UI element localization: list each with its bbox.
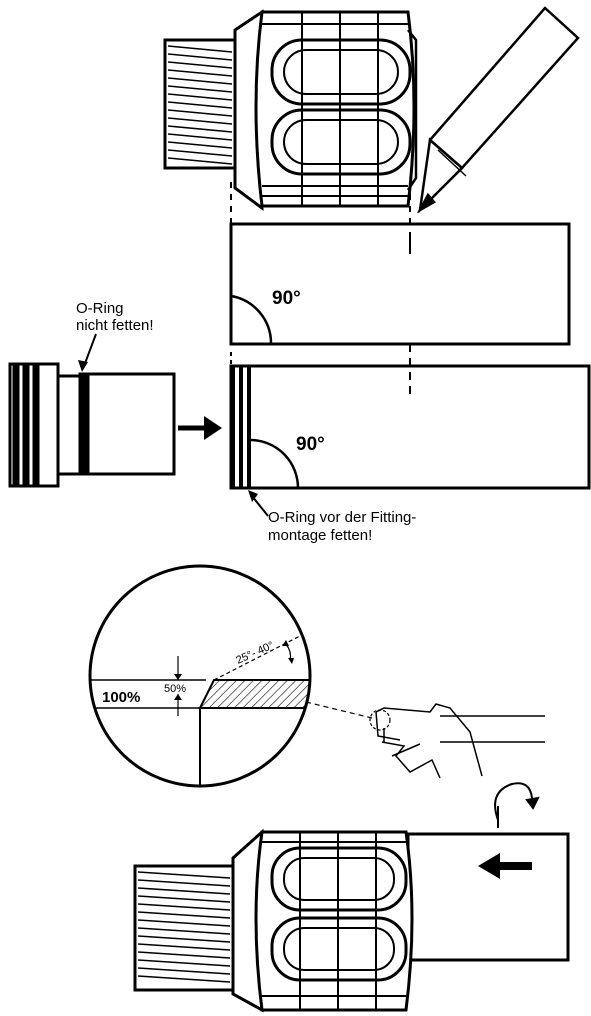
oring-callout-arrow xyxy=(78,333,97,372)
wall-percent-label: 100% xyxy=(102,689,140,706)
thread-line xyxy=(167,45,233,53)
pipe-segment-bottom xyxy=(229,364,591,490)
angle-label-top: 90° xyxy=(272,288,301,309)
arrow-left-icon xyxy=(478,853,532,879)
depth-percent-label: 50% xyxy=(164,683,186,695)
thread-line xyxy=(137,871,231,879)
thread-line xyxy=(137,879,231,887)
hand-icon xyxy=(375,703,483,779)
arrow-right-icon xyxy=(178,416,222,440)
thread-line xyxy=(137,967,231,975)
grease-note-line1: O-Ring vor der Fitting- xyxy=(268,509,416,526)
thread-line xyxy=(137,919,231,927)
thread-line xyxy=(137,911,231,919)
fitting-neck-top xyxy=(233,9,264,211)
thread-line xyxy=(137,943,231,951)
thread-line xyxy=(167,101,233,109)
detail-target xyxy=(369,709,391,731)
grease-note-line2: montage fetten! xyxy=(268,527,372,544)
pencil-icon xyxy=(416,6,580,214)
thread-line xyxy=(167,109,233,117)
step4-chamfer-detail: 25°- 40° 50% 100% xyxy=(88,564,545,788)
oring-grooves xyxy=(231,366,251,488)
thread-line xyxy=(137,903,231,911)
thread-line xyxy=(137,959,231,967)
step2-cut-pipe: 90° xyxy=(229,222,571,346)
fitting-grip-bottom xyxy=(254,830,414,1012)
thread-line xyxy=(167,77,233,85)
thread-line xyxy=(137,975,231,983)
grease-callout-arrow xyxy=(248,490,269,517)
thread-line xyxy=(167,149,233,157)
angle-label-bottom: 90° xyxy=(296,434,325,455)
pipe-with-hand xyxy=(375,703,545,779)
thread-line xyxy=(137,935,231,943)
fitting-thread-bottom xyxy=(133,864,235,992)
thread-line xyxy=(137,887,231,895)
fitting-insert xyxy=(8,362,176,488)
pipe-segment-assembly xyxy=(406,832,570,962)
detail-leader xyxy=(305,701,373,719)
fitting-thread-top xyxy=(163,38,237,170)
thread-line xyxy=(167,133,233,141)
rotate-icon xyxy=(494,782,540,828)
pipe-segment-top xyxy=(229,222,571,346)
thread-line xyxy=(167,125,233,133)
thread-line xyxy=(167,93,233,101)
step3-oring: O-Ring nicht fetten! 90° O-Ring vor der … xyxy=(8,300,591,544)
thread-line xyxy=(137,951,231,959)
thread-line xyxy=(137,927,231,935)
right-angle-arc-bottom xyxy=(250,438,300,489)
thread-line xyxy=(167,117,233,125)
detail-cross-section xyxy=(90,635,310,786)
thread-line xyxy=(167,69,233,77)
step5-assembly xyxy=(133,782,570,1013)
step1-fitting-marking xyxy=(163,6,580,230)
fitting-grip-top xyxy=(254,10,416,208)
thread-line xyxy=(167,61,233,69)
thread-line xyxy=(167,141,233,149)
thread-line xyxy=(167,85,233,93)
oring-note-line1: O-Ring xyxy=(76,300,124,317)
oring-note-line2: nicht fetten! xyxy=(76,317,154,334)
thread-line xyxy=(167,157,233,165)
right-angle-arc-top xyxy=(230,294,273,345)
fitting-cap-top xyxy=(406,29,418,191)
thread-line xyxy=(167,53,233,61)
thread-line xyxy=(137,895,231,903)
